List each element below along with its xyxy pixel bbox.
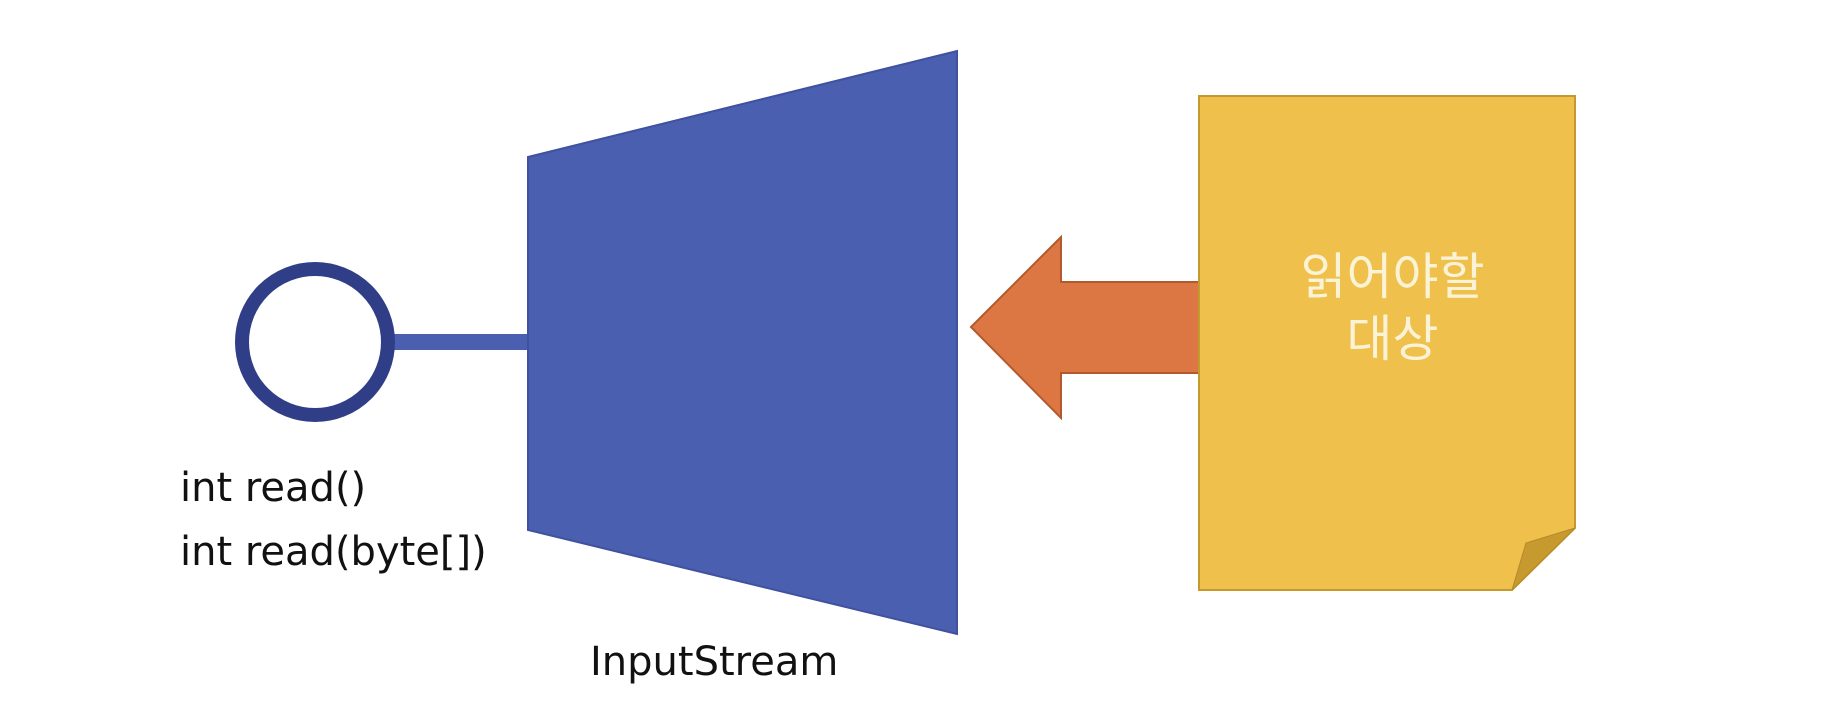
method-read-label: int read() xyxy=(180,465,367,511)
method-read-bytes-label: int read(byte[]) xyxy=(180,529,487,575)
document-label: 읽어야할 대상 xyxy=(1200,246,1585,370)
document-label-line2: 대상 xyxy=(1346,310,1439,368)
document-fold-corner xyxy=(1511,527,1576,591)
document-label-line1: 읽어야할 xyxy=(1300,248,1485,306)
inputstream-shape xyxy=(527,49,958,636)
interface-circle xyxy=(235,262,395,422)
data-flow-arrow xyxy=(969,234,1216,421)
inputstream-label: InputStream xyxy=(590,639,839,685)
